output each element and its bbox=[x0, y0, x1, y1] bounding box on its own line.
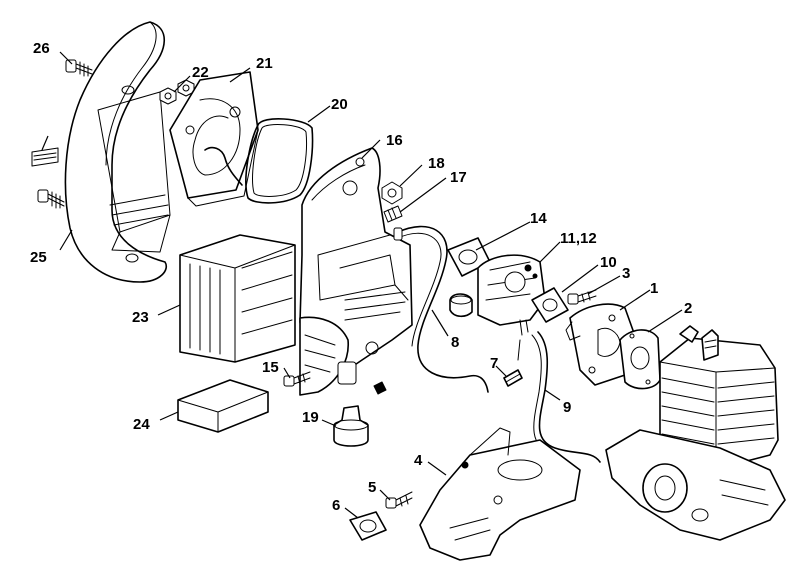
part-15-carb-box bbox=[299, 147, 413, 396]
label-8: 8 bbox=[451, 334, 459, 351]
label-17: 18 bbox=[428, 155, 445, 172]
label-15: 16 bbox=[386, 132, 403, 149]
engine-assembly bbox=[605, 325, 786, 541]
label-18: 19 bbox=[302, 409, 319, 426]
label-25: 26 bbox=[33, 40, 50, 57]
label-3: 3 bbox=[622, 265, 630, 282]
part-3-screw bbox=[567, 289, 597, 305]
label-21: 22 bbox=[192, 64, 209, 81]
label-4: 4 bbox=[414, 452, 423, 469]
part-2-gasket bbox=[619, 329, 661, 390]
label-6: 6 bbox=[332, 497, 340, 514]
label-9: 9 bbox=[563, 399, 571, 416]
part-23-foam bbox=[177, 379, 269, 433]
label-11-12: 11,12 bbox=[560, 230, 597, 247]
part-26-label bbox=[31, 147, 59, 167]
label-7: 7 bbox=[490, 355, 498, 372]
part-16-stud bbox=[383, 205, 403, 223]
callout-labels: 26 22 21 20 16 18 17 14 11,12 10 3 1 2 2… bbox=[30, 40, 692, 514]
label-20: 21 bbox=[256, 55, 273, 72]
label-5: 5 bbox=[368, 479, 376, 496]
part-11-12-carburetor bbox=[449, 254, 546, 336]
part-5-screw bbox=[385, 491, 413, 509]
label-13: 14 bbox=[530, 210, 547, 227]
part-17-nut bbox=[381, 181, 403, 205]
part-25-screw bbox=[65, 59, 93, 77]
label-1: 1 bbox=[650, 280, 658, 297]
part-8-fuel-hose bbox=[393, 225, 489, 393]
label-22: 23 bbox=[132, 309, 149, 326]
part-screw-small bbox=[373, 381, 387, 395]
part-19-gasket bbox=[245, 118, 314, 204]
part-24-filter-cover bbox=[64, 21, 171, 283]
label-16: 17 bbox=[450, 169, 467, 186]
label-23: 24 bbox=[133, 416, 150, 433]
leader-lines bbox=[41, 51, 683, 519]
part-24-screw bbox=[37, 189, 65, 209]
part-6-fitting bbox=[349, 511, 387, 541]
part-10-gasket bbox=[531, 287, 569, 323]
part-7-hose bbox=[503, 369, 523, 387]
label-24: 25 bbox=[30, 249, 47, 266]
label-19: 20 bbox=[331, 96, 348, 113]
label-10: 10 bbox=[600, 254, 617, 271]
part-20-intake-frame bbox=[169, 71, 259, 207]
part-4-bracket bbox=[419, 427, 581, 561]
label-14: 15 bbox=[262, 359, 279, 376]
part-18-primer bbox=[333, 405, 369, 447]
part-22-filter bbox=[179, 234, 296, 363]
label-2: 2 bbox=[684, 300, 692, 317]
part-14-screw bbox=[283, 371, 311, 387]
